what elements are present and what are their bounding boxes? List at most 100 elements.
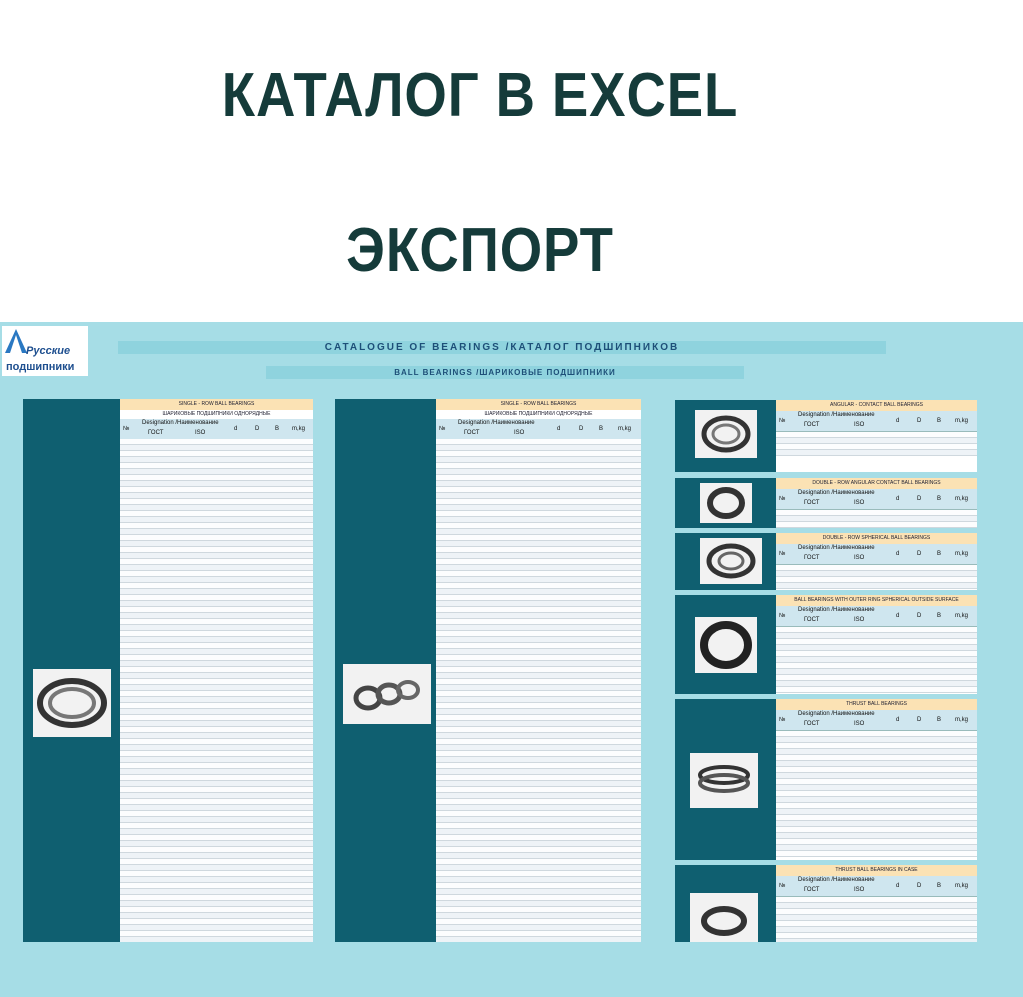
table-row xyxy=(120,709,313,715)
table-row xyxy=(120,769,313,775)
table-row xyxy=(776,663,977,669)
col-mass: m,kg xyxy=(955,418,969,424)
col-no: № xyxy=(779,496,786,502)
ball-bearing-icon xyxy=(700,621,752,669)
table-row xyxy=(120,811,313,817)
col-no: № xyxy=(779,883,786,889)
col-designation: Designation /Наименование xyxy=(798,877,875,883)
col-B: B xyxy=(937,418,942,424)
table-row xyxy=(776,845,977,851)
table-row xyxy=(120,535,313,541)
col-no: № xyxy=(439,426,446,432)
table-section-title: DOUBLE - ROW ANGULAR CONTACT BALL BEARIN… xyxy=(776,478,977,489)
table-row xyxy=(776,851,977,857)
table-row xyxy=(120,733,313,739)
table-row xyxy=(436,583,641,589)
col-mass: m,kg xyxy=(955,496,969,502)
table-row xyxy=(120,589,313,595)
table-row xyxy=(436,487,641,493)
col-iso: ISO xyxy=(854,721,865,727)
table-row xyxy=(436,529,641,535)
table-rows xyxy=(776,731,977,860)
table-rows xyxy=(776,627,977,694)
table-row xyxy=(120,835,313,841)
col-d: d xyxy=(896,613,900,619)
table-row xyxy=(776,767,977,773)
bearing-table: ANGULAR - CONTACT BALL BEARINGS № Design… xyxy=(776,400,977,472)
table-row xyxy=(776,803,977,809)
table-row xyxy=(436,457,641,463)
col-mass: m,kg xyxy=(955,613,969,619)
table-row xyxy=(776,915,977,921)
col-d: d xyxy=(557,426,561,432)
catalog-title-banner: CATALOGUE OF BEARINGS /КАТАЛОГ ПОДШИПНИК… xyxy=(118,341,886,354)
table-row xyxy=(436,565,641,571)
col-mass: m,kg xyxy=(292,426,306,432)
table-row xyxy=(436,463,641,469)
table-row xyxy=(120,643,313,649)
table-row xyxy=(120,907,313,913)
table-rows xyxy=(776,432,977,472)
table-section-title: SINGLE - ROW BALL BEARINGS xyxy=(436,399,641,410)
table-row xyxy=(436,781,641,787)
table-row xyxy=(436,721,641,727)
table-row xyxy=(436,865,641,871)
table-row xyxy=(436,613,641,619)
bearing-photo xyxy=(695,617,757,673)
bearing-table: DOUBLE - ROW SPHERICAL BALL BEARINGS № D… xyxy=(776,533,977,590)
table-row xyxy=(120,439,313,445)
panel-double-row-angular: DOUBLE - ROW ANGULAR CONTACT BALL BEARIN… xyxy=(675,478,977,528)
table-row xyxy=(120,445,313,451)
table-row xyxy=(120,799,313,805)
table-row xyxy=(436,535,641,541)
table-section-title: BALL BEARINGS WITH OUTER RING SPHERICAL … xyxy=(776,595,977,606)
col-iso: ISO xyxy=(514,430,525,436)
table-row xyxy=(120,517,313,523)
table-row xyxy=(436,919,641,925)
table-row xyxy=(120,937,313,942)
col-B: B xyxy=(599,426,604,432)
table-header: № Designation /Наименование ГОСТ ISO d D… xyxy=(776,489,977,510)
table-row xyxy=(120,787,313,793)
table-row xyxy=(436,811,641,817)
table-row xyxy=(120,487,313,493)
table-row xyxy=(436,703,641,709)
table-row xyxy=(436,631,641,637)
col-designation: Designation /Наименование xyxy=(798,545,875,551)
table-row xyxy=(120,823,313,829)
col-D: D xyxy=(917,613,922,619)
table-row xyxy=(120,793,313,799)
table-row xyxy=(120,673,313,679)
table-row xyxy=(436,499,641,505)
table-rows xyxy=(776,897,977,942)
table-row xyxy=(120,451,313,457)
ball-bearing-icon xyxy=(37,678,107,728)
table-row xyxy=(120,571,313,577)
table-row xyxy=(120,703,313,709)
table-row xyxy=(120,817,313,823)
table-row xyxy=(436,757,641,763)
ball-bearing-icon xyxy=(701,415,751,453)
table-header: № Designation /Наименование ГОСТ ISO d D… xyxy=(436,419,641,440)
table-row xyxy=(120,859,313,865)
table-row xyxy=(120,577,313,583)
logo-triangle-icon xyxy=(5,329,27,353)
bearing-table: DOUBLE - ROW ANGULAR CONTACT BALL BEARIN… xyxy=(776,478,977,528)
table-row xyxy=(120,631,313,637)
col-d: d xyxy=(896,496,900,502)
table-row xyxy=(120,841,313,847)
table-row xyxy=(120,559,313,565)
col-B: B xyxy=(937,496,942,502)
ball-bearing-icon xyxy=(698,765,750,793)
table-row xyxy=(436,889,641,895)
table-row xyxy=(120,805,313,811)
table-row xyxy=(436,871,641,877)
table-row xyxy=(436,907,641,913)
bearing-table: BALL BEARINGS WITH OUTER RING SPHERICAL … xyxy=(776,595,977,694)
table-row xyxy=(120,685,313,691)
table-row xyxy=(436,559,641,565)
table-row xyxy=(776,432,977,438)
table-row xyxy=(436,841,641,847)
table-row xyxy=(120,583,313,589)
table-row xyxy=(120,505,313,511)
